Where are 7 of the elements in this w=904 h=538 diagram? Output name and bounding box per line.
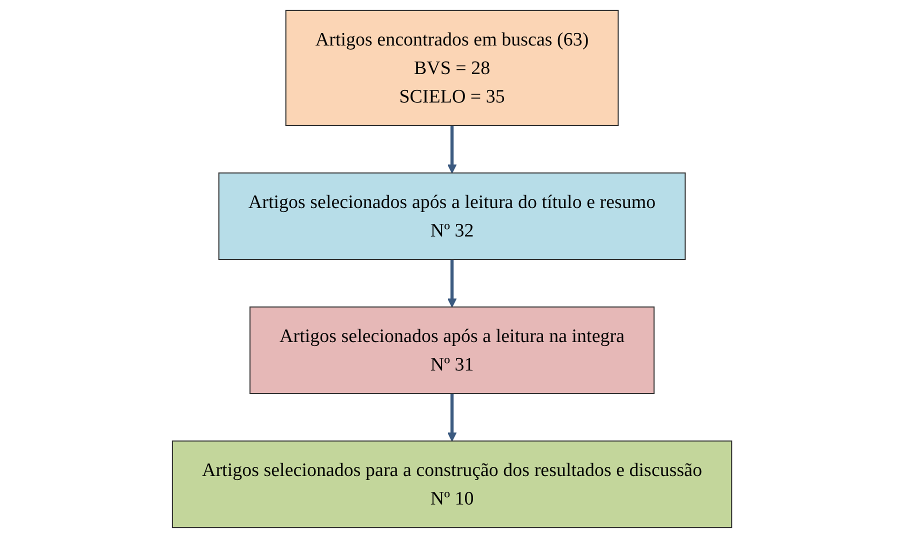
arrow — [447, 125, 457, 174]
node-box: Artigos selecionados para a construção dos resultados e discussão Nº 10 — [172, 440, 732, 528]
arrow — [447, 260, 457, 308]
node-box: Artigos selecionados após a leitura do título e resumo Nº 32 — [218, 172, 686, 260]
node-box: Artigos selecionados após a leitura na integra Nº 31 — [249, 306, 655, 394]
node-box: Artigos encontrados em buscas (63) BVS = 28 SCIELO = 35 — [285, 10, 619, 126]
arrow — [447, 394, 457, 442]
